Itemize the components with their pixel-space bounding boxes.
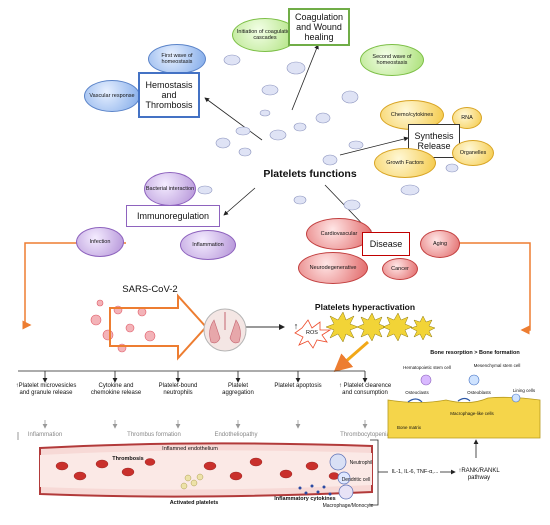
neurodegenerative-label: Neurodegenerative <box>309 264 357 271</box>
bone-hsc-label: Hematopoietic stem cell <box>403 365 451 370</box>
covid-label: SARS-CoV-2 <box>122 284 178 295</box>
aging-label: Aging <box>432 240 448 247</box>
outcome-clearance: ↑ Platelet clearence and consumption <box>338 383 392 397</box>
first-wave-label: First wave of homeostasis <box>161 52 193 65</box>
growth-factors-bubble: Growth Factors <box>374 148 436 178</box>
second-wave-label: Second wave of homeostasis <box>372 53 412 66</box>
center-title: Platelets functions <box>263 168 357 180</box>
second-wave-bubble: Second wave of homeostasis <box>360 44 424 76</box>
bone-osteoblasts-label: Osteoblasts <box>467 390 491 395</box>
outcome-cytokine-release: Cytokine and chemokine release <box>90 383 142 397</box>
organelles-label: Organelles <box>459 149 487 156</box>
bone-macrophage-label: Macrophage-like cells <box>450 411 494 416</box>
vessel-thrombosis-label: Thrombosis <box>112 456 144 462</box>
cardiovascular-bubble: Cardiovascular <box>306 218 372 250</box>
vessel-activated-label: Activated platelets <box>169 500 219 506</box>
rna-label: RNA <box>461 114 473 121</box>
bone-msc-label: Mesenchymal stem cell <box>473 363 521 368</box>
hyperactivation-title: Platelets hyperactivation <box>314 302 416 312</box>
effect-thrombus: Thrombus formation <box>127 432 181 438</box>
vessel-macrophage-label: Macrophage/Monocyte <box>322 503 374 509</box>
immuno-title: Immunoregulation <box>136 211 210 221</box>
outcome-apoptosis: Platelet apoptosis <box>274 383 322 389</box>
hemostasis-title-box: Hemostasis and Thrombosis <box>138 72 200 118</box>
organelles-bubble: Organelles <box>452 140 494 166</box>
inflammation-bubble: Inflammation <box>180 230 236 260</box>
bone-lining-label: Lining cells <box>512 388 536 393</box>
rna-bubble: RNA <box>452 107 482 129</box>
bone-matrix-label: Bone matrix <box>396 425 421 430</box>
rank-pathway-label: ↑RANK/RANKL pathway <box>458 468 500 482</box>
bone-title: Bone resorption > Bone formation <box>430 350 520 356</box>
coagulation-title: Coagulation and Wound healing <box>294 12 344 42</box>
vessel-dendritic-label: Dendritic cell <box>341 477 371 483</box>
disease-title-box: Disease <box>362 232 410 256</box>
coagulation-title-box: Coagulation and Wound healing <box>288 8 350 46</box>
interleukins-label: IL-1, IL-6, TNF-α,... <box>391 469 439 475</box>
vessel-neutrophil-label: Neutrophil <box>349 460 373 466</box>
effect-thrombocytopenia: Thrombocytopenia <box>340 432 390 438</box>
vessel-endothelium-label: Inflamned endothelium <box>162 446 218 452</box>
cancer-bubble: Cancer <box>382 258 418 280</box>
effect-endotheliopathy: Endotheliopathy <box>214 432 258 438</box>
outcome-microvesicles: ↑Platelet microvesicles and granule rele… <box>15 383 77 397</box>
bone-osteoclasts-label: Osteoclasts <box>405 390 429 395</box>
effect-inflammation: Inflammation <box>27 432 63 438</box>
outcome-aggregation: Platelet aggregation <box>222 383 254 397</box>
aging-bubble: Aging <box>420 230 460 258</box>
inflammation-label: Inflammation <box>192 241 224 248</box>
disease-title: Disease <box>369 239 403 249</box>
outcome-neutrophils: Platelet-bound neutrophils <box>158 383 198 397</box>
chemo-cytokines-label: Chemo/cytokines <box>390 111 434 118</box>
ros-arrow-icon: ↑ <box>293 321 299 331</box>
vessel-cytokines-label: Inflammatory cytokines <box>274 496 336 502</box>
growth-factors-label: Growth Factors <box>386 159 424 166</box>
initiation-label: Initiation of coagulation cascades <box>236 28 294 41</box>
immuno-title-box: Immunoregulation <box>126 205 220 227</box>
cardiovascular-label: Cardiovascular <box>320 230 358 237</box>
infection-bubble: Infection <box>76 227 124 257</box>
hemostasis-title: Hemostasis and Thrombosis <box>145 80 193 110</box>
bacterial-label: Bacterial interaction <box>145 185 195 192</box>
synthesis-title: Synthesis Release <box>414 131 454 151</box>
infection-label: Infection <box>89 238 111 245</box>
vascular-response-label: Vascular response <box>89 92 135 99</box>
ros-label: ROS <box>306 330 318 336</box>
neurodegenerative-bubble: Neurodegenerative <box>298 252 368 284</box>
cancer-label: Cancer <box>391 265 409 272</box>
